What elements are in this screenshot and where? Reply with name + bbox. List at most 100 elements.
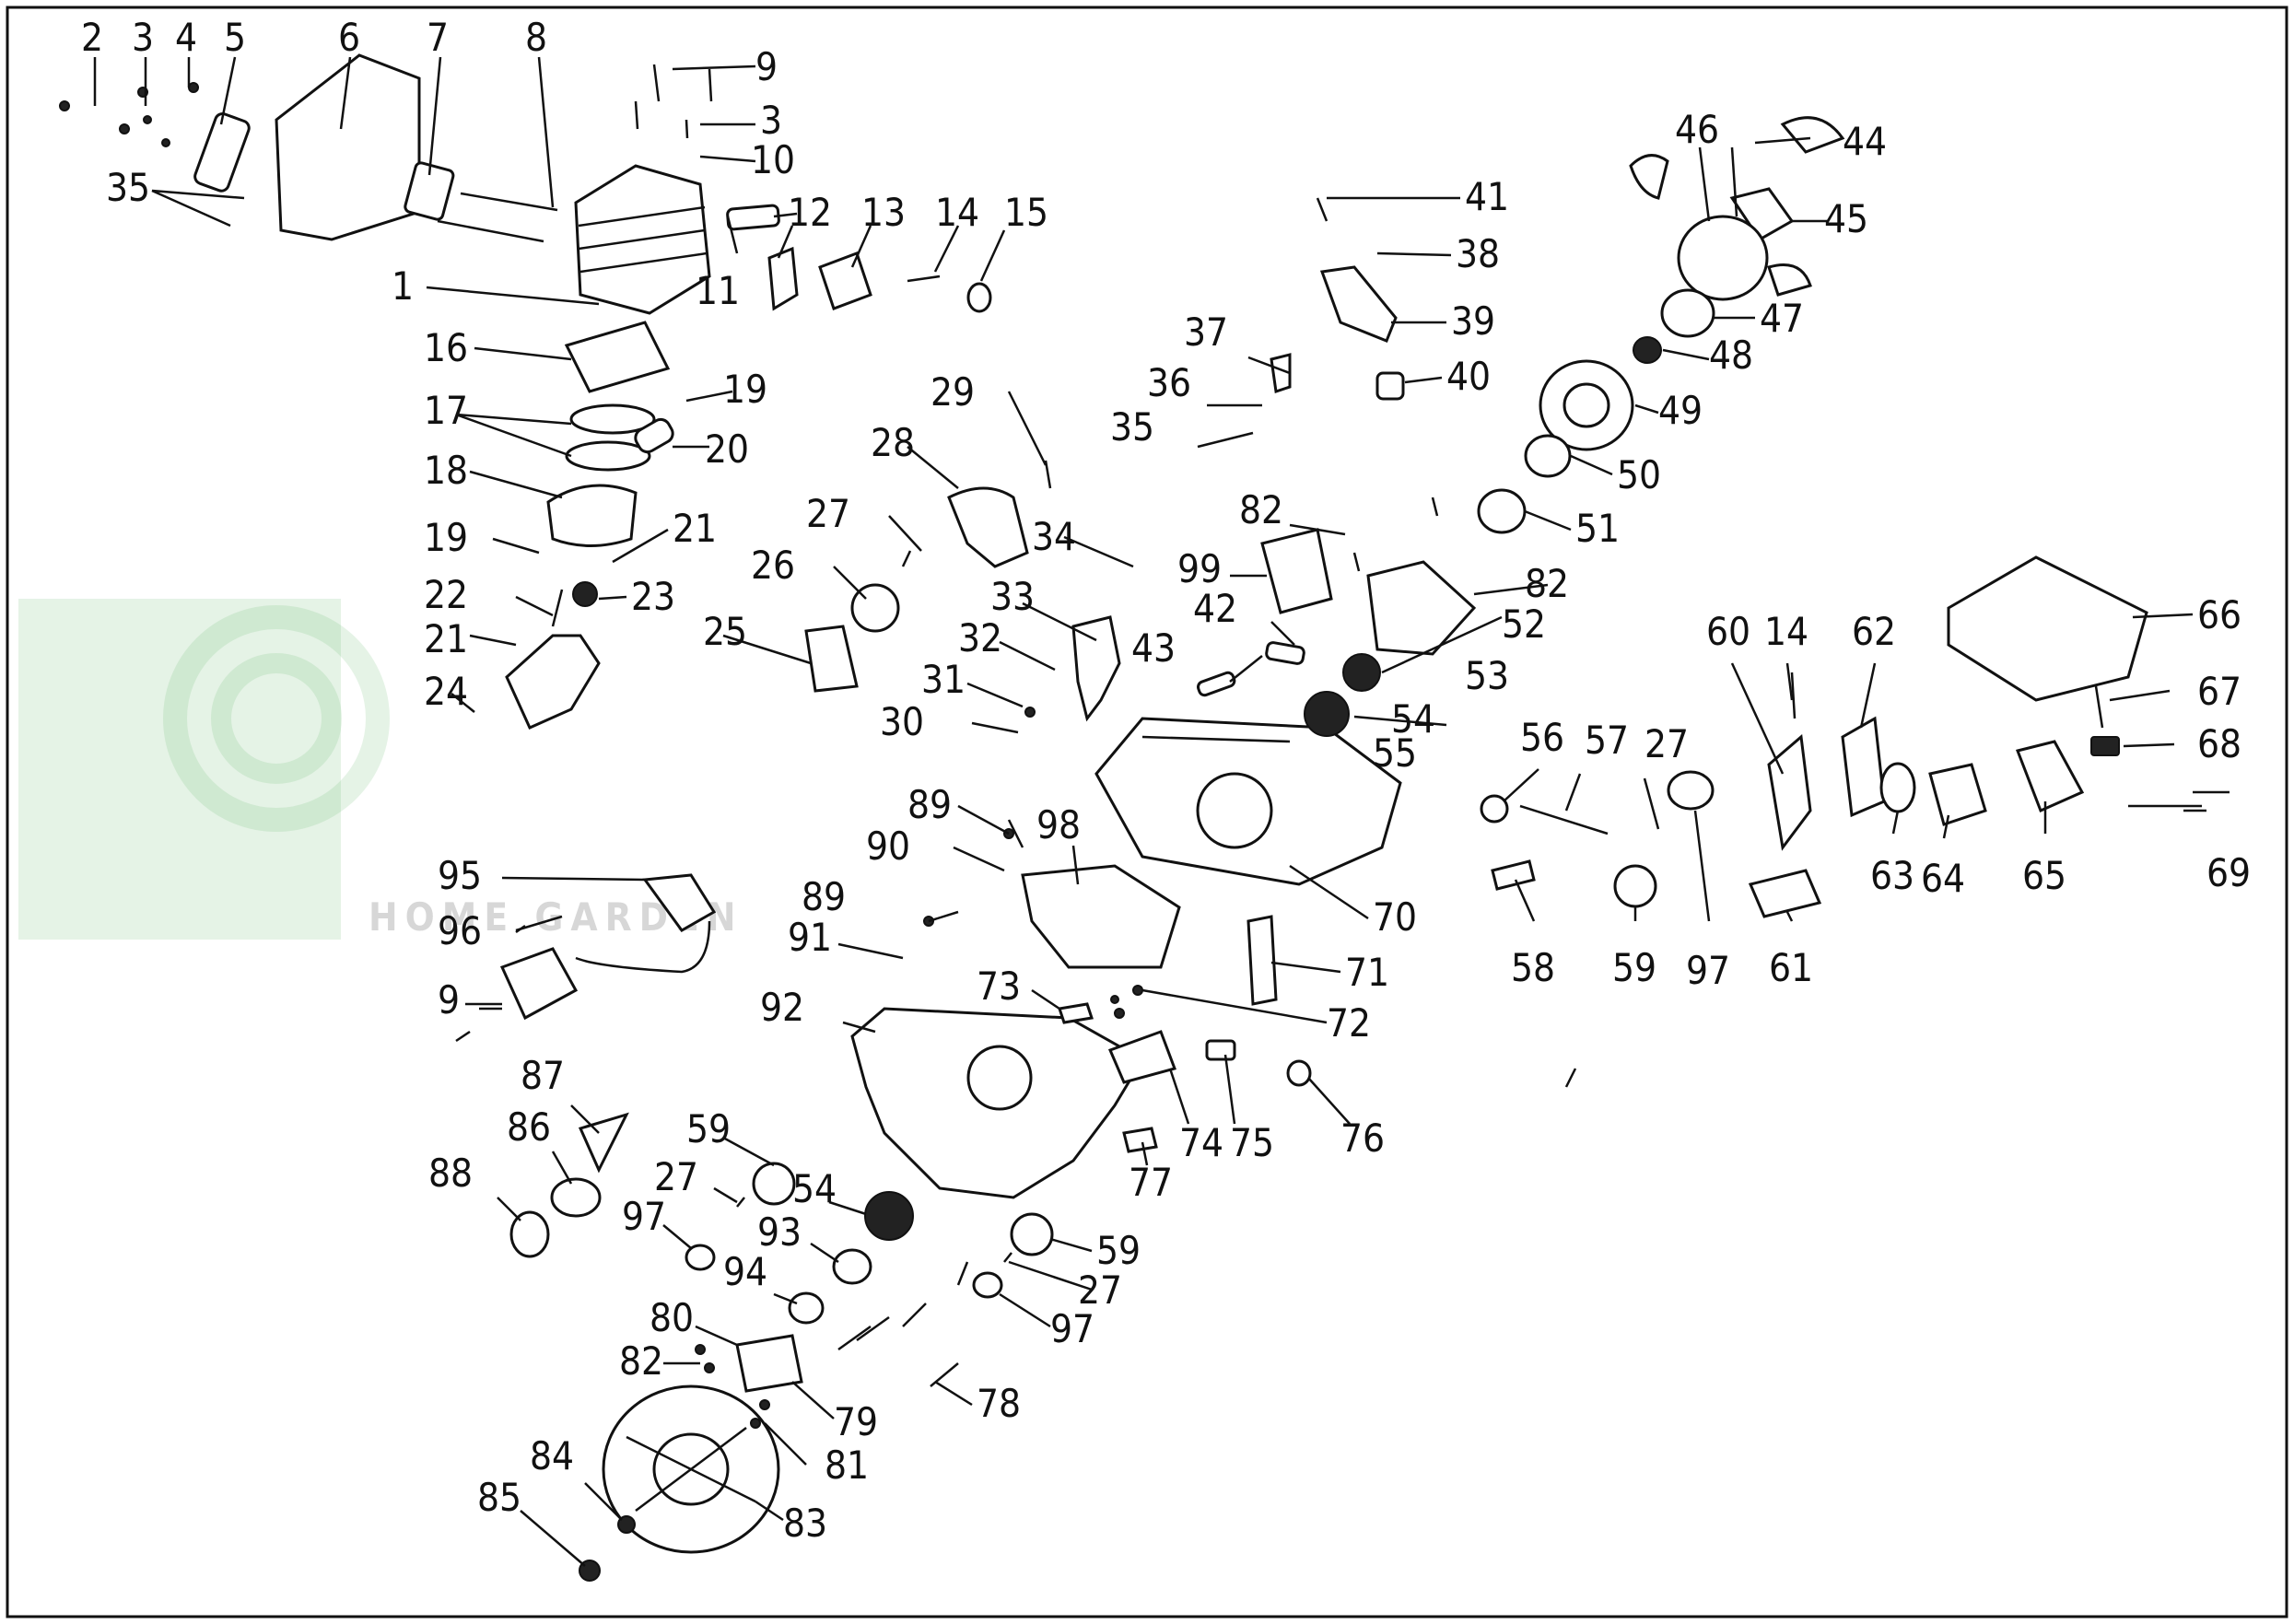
callout-56: 56 — [1520, 715, 1564, 760]
needle-bearing-48 — [1633, 336, 1662, 364]
callout-97: 97 — [622, 1194, 666, 1239]
spark-plug — [726, 204, 780, 231]
callout-80: 80 — [650, 1295, 694, 1340]
bearing-50 — [1524, 434, 1572, 478]
intake-gasket-12 — [767, 246, 799, 311]
pawl-88 — [509, 1210, 550, 1258]
callout-9: 9 — [438, 977, 460, 1022]
clutch-spring-46 — [1677, 215, 1769, 301]
lever-74 — [1107, 1030, 1176, 1084]
seal-71 — [1246, 915, 1278, 1006]
plate-61 — [1748, 869, 1822, 918]
callout-67: 67 — [2197, 669, 2241, 714]
gasket-7 — [404, 161, 455, 221]
callout-15: 15 — [1004, 190, 1048, 235]
callout-95: 95 — [438, 853, 482, 898]
callout-43: 43 — [1131, 625, 1176, 671]
callout-19: 19 — [424, 515, 468, 560]
callout-89: 89 — [907, 782, 952, 827]
nut-76 — [1286, 1059, 1312, 1087]
callout-54: 54 — [792, 1166, 837, 1211]
callout-97: 97 — [1050, 1306, 1094, 1351]
oil-gear-51 — [1477, 488, 1527, 534]
seal-97c — [972, 1271, 1003, 1299]
callout-69: 69 — [2206, 850, 2251, 895]
callout-61: 61 — [1769, 945, 1813, 990]
callout-84: 84 — [530, 1433, 574, 1478]
callout-11: 11 — [696, 268, 740, 313]
callout-49: 49 — [1658, 388, 1703, 433]
washer-94 — [788, 1291, 825, 1325]
callout-65: 65 — [2022, 853, 2066, 898]
callout-76: 76 — [1340, 1116, 1385, 1161]
callout-27: 27 — [654, 1154, 698, 1199]
callout-41: 41 — [1465, 174, 1509, 219]
bushing-56 — [1480, 794, 1509, 824]
callout-79: 79 — [834, 1399, 878, 1444]
callout-85: 85 — [477, 1475, 521, 1520]
callout-91: 91 — [788, 915, 832, 960]
callout-55: 55 — [1373, 730, 1417, 776]
callout-4: 4 — [175, 15, 197, 60]
callout-3: 3 — [132, 15, 154, 60]
bearing-53 — [1342, 653, 1381, 692]
callout-47: 47 — [1760, 296, 1804, 341]
callout-87: 87 — [521, 1053, 565, 1098]
callout-3: 3 — [760, 98, 782, 143]
callout-36: 36 — [1147, 360, 1191, 405]
carb-plate-60 — [1767, 734, 1812, 851]
callout-29: 29 — [930, 369, 975, 415]
callout-68: 68 — [2197, 721, 2241, 766]
callout-54: 54 — [1391, 696, 1435, 742]
callout-48: 48 — [1709, 333, 1753, 378]
callout-45: 45 — [1824, 196, 1868, 241]
callout-90: 90 — [866, 824, 910, 869]
bracket-58 — [1491, 859, 1536, 891]
callout-2: 2 — [81, 15, 103, 60]
needle-bearing — [572, 581, 598, 607]
washer-84 — [617, 1515, 636, 1534]
ignition-coil — [499, 947, 579, 1021]
gasket-5 — [193, 112, 251, 193]
callout-93: 93 — [757, 1209, 802, 1255]
callout-53: 53 — [1465, 653, 1509, 698]
crankshaft — [505, 634, 601, 730]
piston-ring-a — [569, 403, 656, 435]
av-mount-59c — [1010, 1212, 1054, 1256]
callout-96: 96 — [438, 908, 482, 953]
gasket-62 — [1841, 716, 1886, 818]
connector-75 — [1205, 1039, 1236, 1061]
seal-63 — [1879, 762, 1916, 813]
callout-75: 75 — [1230, 1120, 1274, 1165]
callout-57: 57 — [1585, 718, 1629, 763]
callout-24: 24 — [424, 669, 468, 714]
callout-30: 30 — [880, 699, 924, 744]
clutch-shoe-b — [1767, 263, 1812, 297]
callout-10: 10 — [751, 137, 795, 182]
callout-51: 51 — [1575, 506, 1620, 551]
shaft-57 — [1519, 804, 1609, 835]
callout-34: 34 — [1032, 514, 1076, 559]
callout-35: 35 — [1110, 404, 1154, 450]
callout-98: 98 — [1036, 802, 1081, 847]
callout-82: 82 — [1239, 487, 1283, 532]
bracket-79 — [735, 1334, 803, 1393]
callout-21: 21 — [424, 616, 468, 661]
callout-9: 9 — [755, 44, 778, 89]
callout-46: 46 — [1675, 107, 1719, 152]
av-mount-59a — [1613, 864, 1657, 908]
callout-42: 42 — [1193, 586, 1237, 631]
washer-47 — [1660, 288, 1715, 338]
callout-28: 28 — [871, 420, 915, 465]
callout-8: 8 — [525, 15, 547, 60]
bearing-54b — [864, 1191, 914, 1241]
callout-17: 17 — [424, 388, 468, 433]
brake-band — [1319, 265, 1398, 343]
seal-93 — [832, 1248, 872, 1285]
callout-37: 37 — [1184, 310, 1228, 355]
seal-15 — [966, 282, 992, 313]
carburetor-64 — [1928, 763, 1987, 826]
leader-lines — [93, 56, 2202, 1567]
air-filter-cover — [1947, 555, 2148, 702]
callout-52: 52 — [1502, 602, 1546, 647]
